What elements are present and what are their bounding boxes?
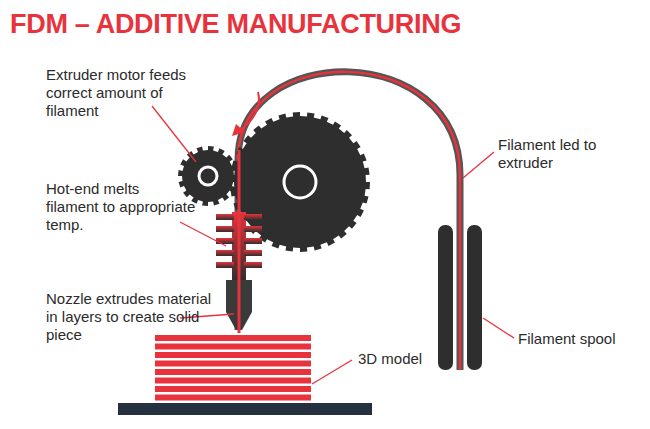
- layer: [155, 361, 311, 367]
- arrow-head: [232, 124, 245, 136]
- fin: [216, 250, 234, 256]
- fin: [244, 226, 262, 232]
- gear-hub: [284, 166, 316, 198]
- layer: [155, 386, 311, 392]
- gear: [230, 112, 370, 252]
- fin: [244, 262, 262, 268]
- callout-label: Filament spool: [518, 330, 643, 348]
- layer: [155, 378, 311, 384]
- fin: [244, 214, 262, 220]
- fin: [216, 226, 234, 232]
- fin: [216, 214, 234, 220]
- callout-label: Nozzle extrudes material in layers to cr…: [46, 290, 216, 344]
- rotation-arrow: [240, 92, 259, 130]
- callout-label: 3D model: [358, 350, 478, 368]
- layer: [155, 335, 311, 341]
- callout-label: Filament led to extruder: [498, 136, 628, 172]
- callout-label: Hot-end melts filament to appropriate te…: [46, 180, 196, 234]
- layer: [155, 369, 311, 375]
- spool-flange: [467, 225, 482, 370]
- layer: [155, 395, 311, 401]
- callout-label: Extruder motor feeds correct amount of f…: [46, 66, 216, 120]
- fin: [216, 238, 234, 244]
- extruder-gears: [178, 112, 370, 252]
- layer: [155, 344, 311, 350]
- fin: [244, 238, 262, 244]
- gear-hub: [199, 167, 217, 185]
- title: FDM – ADDITIVE MANUFACTURING: [10, 8, 461, 40]
- spool-flange: [438, 225, 453, 370]
- gear: [178, 146, 238, 206]
- model-layers: [155, 335, 311, 401]
- leader-lines: [152, 106, 514, 384]
- fin: [216, 262, 234, 268]
- build-plate: [118, 403, 372, 415]
- layer: [155, 352, 311, 358]
- fin: [244, 250, 262, 256]
- filament-core: [238, 150, 241, 333]
